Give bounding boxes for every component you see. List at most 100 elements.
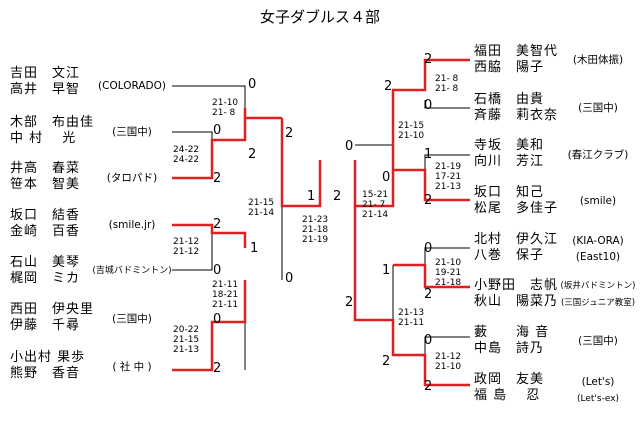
club-label: (坂井バドミントン) (560, 281, 636, 291)
player-name: 小出村 果歩 (10, 350, 86, 365)
club-label: (春江クラブ) (567, 149, 629, 161)
club-label: (smile.jr) (108, 219, 156, 231)
right-team-7: 藪 海 音 中島 詩乃 (474, 325, 549, 357)
result-mark: 0 (285, 271, 294, 286)
player-name: 中 村 光 (10, 131, 77, 146)
result-mark: 2 (285, 126, 294, 141)
club-label: (East10) (575, 251, 621, 263)
match-score: 24-22 24-22 (173, 145, 200, 165)
line-l4 (172, 248, 213, 271)
line-r6 (424, 336, 470, 355)
result-mark: 0 (213, 123, 222, 138)
player-name: 高井 早智 (10, 82, 81, 97)
match-score: 20-22 21-15 21-13 (173, 325, 200, 355)
player-name: 坂口 結香 (10, 208, 81, 223)
club-label: (Let's) (581, 376, 615, 388)
club-label: (三国中) (578, 102, 618, 114)
match-score: 21-12 21-10 (435, 352, 462, 372)
match-score: 21-13 21-11 (398, 308, 425, 328)
match-score: 21-10 19-21 21-18 (435, 258, 462, 288)
result-mark: 1 (382, 263, 391, 278)
player-name: 笹本 智美 (10, 177, 81, 192)
player-name: 中島 詩乃 (474, 341, 545, 356)
club-label: ( 社 中 ) (112, 361, 152, 373)
line-r4 (424, 247, 470, 265)
club-label: (タロパド) (106, 172, 158, 184)
win-r-b (393, 168, 470, 202)
player-name: 木部 布由佳 (10, 115, 95, 130)
player-name: 斉藤 莉衣奈 (474, 108, 559, 123)
result-mark: 0 (424, 241, 433, 256)
result-mark: 2 (213, 361, 222, 376)
left-team-2: 木部 布由佳 中 村 光 (10, 115, 94, 147)
player-name: 金崎 百香 (10, 224, 81, 239)
right-team-8: 政岡 友美 福 島 忍 (474, 372, 544, 404)
player-name: 小野田 志帆 (474, 278, 559, 293)
match-score: 21-23 21-18 21-19 (302, 215, 329, 245)
player-name: 熊野 香音 (10, 366, 81, 381)
win-l-d (172, 280, 247, 372)
player-name: 伊藤 千尋 (10, 318, 81, 333)
result-mark: 2 (424, 193, 433, 208)
right-team-3: 寺坂 美和 向川 芳江 (474, 138, 544, 170)
result-mark: 0 (213, 312, 222, 327)
right-team-5: 北村 伊久江 八巻 保子 (474, 232, 558, 264)
player-name: 松尾 多佳子 (474, 201, 559, 216)
result-mark: 0 (424, 333, 433, 348)
player-name: 坂口 知己 (474, 185, 545, 200)
right-team-2: 石橋 由貴 斉藤 莉衣奈 (474, 92, 558, 124)
result-mark: 2 (333, 189, 342, 204)
result-mark: 0 (248, 77, 257, 92)
result-mark: 1 (250, 241, 259, 256)
club-label: (KIA-ORA) (572, 235, 624, 247)
player-name: 石橋 由貴 (474, 92, 545, 107)
club-label: (三国中) (112, 126, 152, 138)
player-name: 西脇 陽子 (474, 60, 545, 75)
result-mark: 2 (424, 287, 433, 302)
match-score: 21-19 17-21 21-13 (435, 162, 462, 192)
result-mark: 2 (384, 79, 393, 94)
club-label: (COLORADO) (98, 80, 166, 92)
win-l-a (172, 116, 282, 180)
result-mark: 2 (382, 354, 391, 369)
page-title: 女子ダブルス４部 (259, 8, 380, 26)
player-name: 秋山 陽菜乃 (474, 294, 559, 309)
player-name: 北村 伊久江 (474, 232, 559, 247)
result-mark: 0 (345, 139, 354, 154)
player-name: 西田 伊央里 (10, 302, 95, 317)
match-score: 21-11 18-21 21-11 (212, 280, 239, 310)
club-label: (Let's-ex) (576, 394, 620, 404)
player-name: 梶岡 ミカ (10, 271, 81, 286)
left-team-4: 坂口 結香 金崎 百香 (10, 208, 80, 240)
result-mark: 1 (307, 189, 316, 204)
result-mark: 2 (345, 295, 354, 310)
win-l-c (172, 223, 247, 248)
result-mark: 2 (424, 52, 433, 67)
player-name: 八巻 保子 (474, 248, 545, 263)
result-mark: 0 (424, 98, 433, 113)
right-team-4: 坂口 知己 松尾 多佳子 (474, 185, 558, 217)
match-score: 21- 8 21- 8 (435, 74, 459, 94)
result-mark: 0 (213, 263, 222, 278)
player-name: 福田 美智代 (474, 44, 559, 59)
player-name: 藪 海 音 (474, 325, 550, 340)
player-name: 福 島 忍 (474, 388, 541, 403)
right-team-6: 小野田 志帆 秋山 陽菜乃 (474, 278, 558, 310)
player-name: 政岡 友美 (474, 372, 545, 387)
match-score: 21-12 21-12 (173, 237, 200, 257)
right-team-1: 福田 美智代 西脇 陽子 (474, 44, 558, 76)
result-mark: 2 (213, 217, 222, 232)
left-team-6: 西田 伊央里 伊藤 千尋 (10, 302, 94, 334)
line-l1 (172, 85, 246, 108)
club-label: (smile) (579, 195, 617, 207)
result-mark: 2 (213, 171, 222, 186)
match-score: 21-15 21-14 (248, 198, 275, 218)
club-label: (三国ジュニア教室) (560, 298, 636, 308)
player-name: 向川 芳江 (474, 154, 545, 169)
match-score: 15-21 21- 7 21-14 (362, 190, 389, 220)
line-l2 (172, 131, 213, 140)
win-r-d (353, 206, 470, 387)
result-mark: 0 (382, 170, 391, 185)
line-r2 (424, 154, 470, 170)
